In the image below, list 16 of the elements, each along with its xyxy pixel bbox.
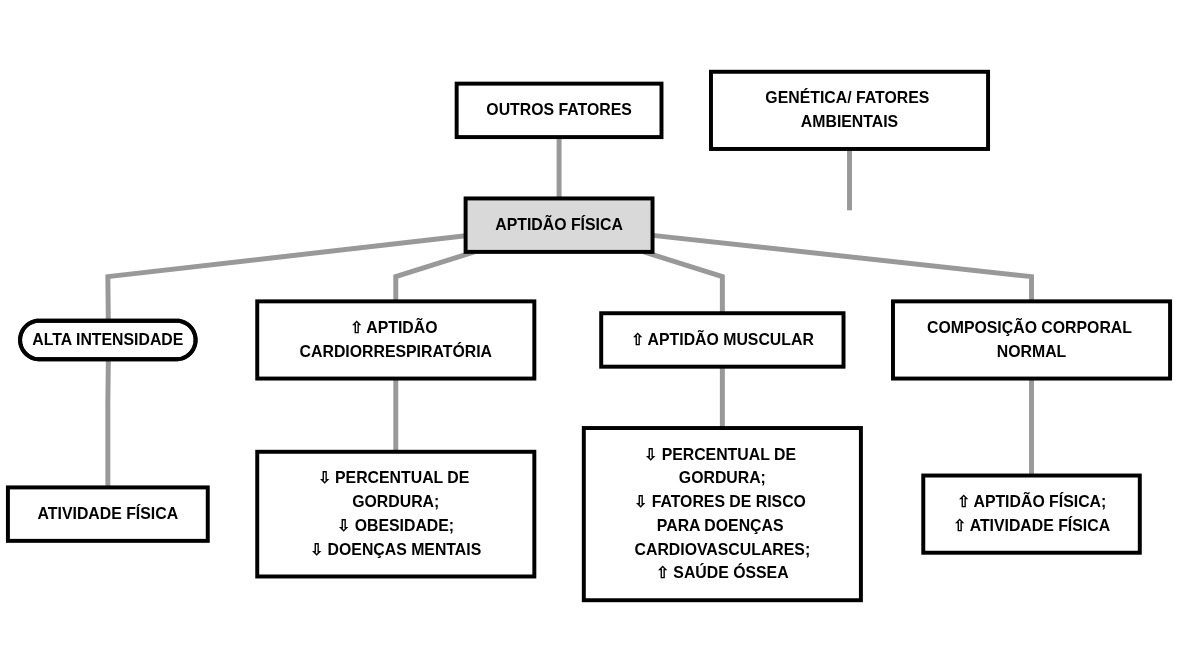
connector <box>393 378 399 452</box>
node-box: ⇩ PERCENTUAL DE GORDURA; ⇩ OBESIDADE; ⇩ DOENÇAS MENTAIS <box>255 449 537 579</box>
node-box: ⇧ APTIDÃO MUSCULAR <box>599 311 846 369</box>
node-box: GENÉTICA/ FATORES AMBIENTAIS <box>709 69 991 151</box>
node-box: ATIVIDADE FÍSICA <box>5 485 210 543</box>
node-box: ⇧ APTIDÃO FÍSICA; ⇧ ATIVIDADE FÍSICA <box>921 473 1142 555</box>
node-box: OUTROS FATORES <box>454 81 664 140</box>
connector <box>105 359 111 488</box>
node-box: APTIDÃO FÍSICA <box>463 196 655 254</box>
connector <box>1029 378 1034 476</box>
connector <box>719 366 725 429</box>
connector <box>556 137 562 199</box>
node-box: ⇩ PERCENTUAL DE GORDURA; ⇩ FATORES DE RISCO PARA DOENÇAS CARDIOVASCULARES; ⇧ SAÚDE ÓSSEA <box>581 426 863 603</box>
node-box: COMPOSIÇÃO CORPORAL NORMAL <box>891 299 1173 381</box>
connector <box>847 148 852 211</box>
node-box: ⇧ APTIDÃO CARDIORRESPIRATÓRIA <box>255 299 537 381</box>
